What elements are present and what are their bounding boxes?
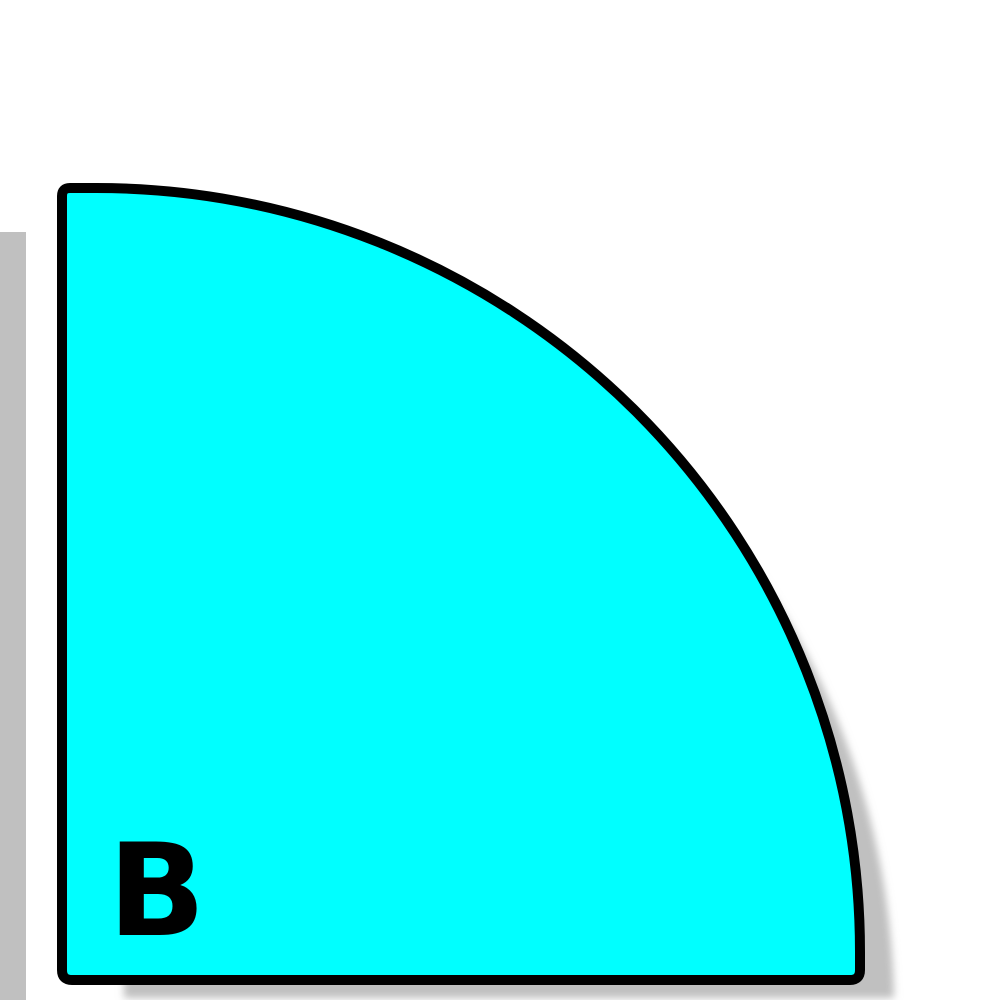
- shape-label: B: [108, 817, 206, 966]
- quarter-circle-shape[interactable]: [57, 183, 865, 985]
- side-shadow-strip: [0, 232, 26, 1000]
